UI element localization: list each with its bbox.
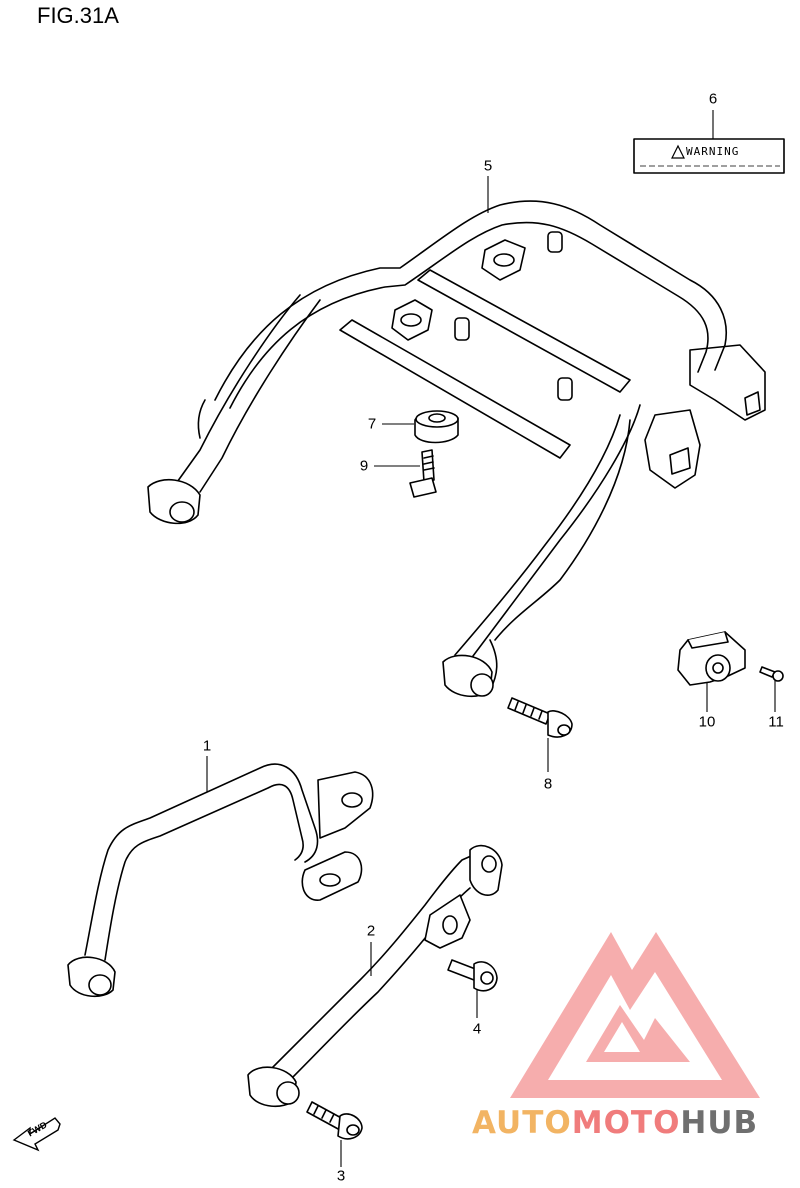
screw-part-11 [759, 666, 784, 682]
bolt-part-4 [447, 959, 498, 992]
watermark-moto: MOTO [571, 1105, 681, 1141]
callout-1: 1 [202, 737, 212, 755]
watermark-logo-text: AUTOMOTOHUB [472, 1105, 758, 1141]
watermark-auto: AUTO [472, 1105, 572, 1141]
watermark-hub: HUB [680, 1105, 759, 1141]
warning-label-part-6 [633, 138, 785, 174]
leader-lines [206, 110, 776, 1167]
bracket-part-1 [67, 763, 374, 998]
figure-title: FIG.31A [37, 3, 119, 28]
warning-label-text: WARNING [686, 145, 740, 158]
callout-9: 9 [359, 457, 369, 475]
fwd-arrow-icon [12, 1117, 61, 1152]
bolt-part-3 [306, 1101, 363, 1140]
watermark-logo-triangle [510, 932, 760, 1098]
cushion-part-7 [414, 410, 459, 444]
clamp-part-10 [677, 631, 746, 686]
bracket-part-2 [247, 844, 503, 1108]
callout-8: 8 [543, 775, 553, 793]
rear-carrier-frame [147, 200, 766, 698]
callout-6: 6 [708, 90, 718, 108]
callout-3: 3 [336, 1167, 346, 1185]
callout-2: 2 [366, 922, 376, 940]
callout-5: 5 [483, 157, 493, 175]
callout-11: 11 [768, 713, 784, 731]
callout-4: 4 [472, 1020, 482, 1038]
bolt-part-9 [409, 449, 437, 498]
callout-10: 10 [698, 713, 716, 731]
callout-7: 7 [367, 415, 377, 433]
bolt-part-8 [507, 697, 573, 738]
